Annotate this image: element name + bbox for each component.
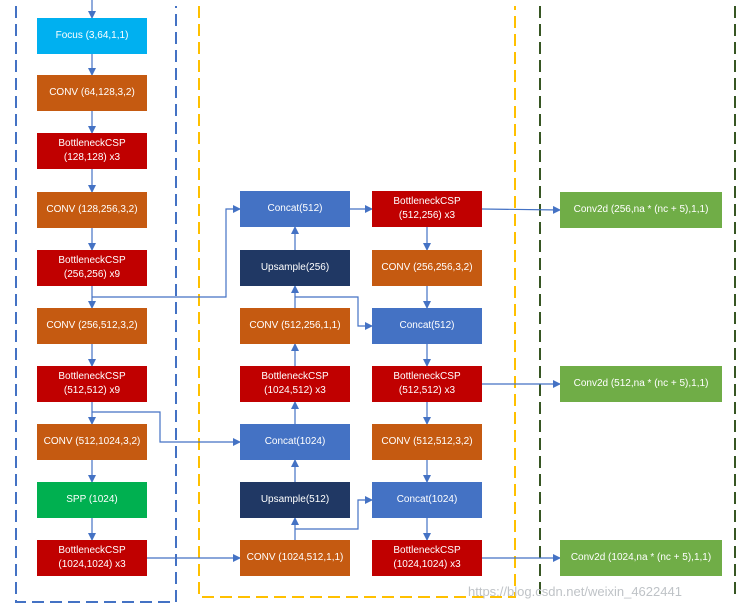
node-label: CONV (64,128,3,2) <box>49 87 135 98</box>
node-detect3: Conv2d (1024,na * (nc + 5),1,1) <box>560 540 722 576</box>
node-conv-h1: CONV (256,256,3,2) <box>372 250 482 286</box>
node-label: Focus (3,64,1,1) <box>55 30 129 41</box>
node-csp1: BottleneckCSP (128,128) x3 <box>37 133 147 169</box>
node-detect1: Conv2d (256,na * (nc + 5),1,1) <box>560 192 722 228</box>
region-border-neck <box>198 6 516 598</box>
node-label: (1024,1024) x3 <box>393 559 461 570</box>
node-label: Conv2d (256,na * (nc + 5),1,1) <box>573 204 709 215</box>
watermark: https://blog.csdn.net/weixin_4622441 <box>468 584 682 599</box>
node-label: (128,128) x3 <box>63 152 121 163</box>
node-label: Concat(512) <box>399 320 455 331</box>
node-label: CONV (256,256,3,2) <box>381 262 473 273</box>
node-label: BottleneckCSP <box>393 371 461 382</box>
node-label: CONV (512,1024,3,2) <box>43 436 141 447</box>
node-conv2: CONV (128,256,3,2) <box>37 192 147 228</box>
node-label: Upsample(256) <box>260 262 330 273</box>
node-label: CONV (1024,512,1,1) <box>246 552 344 563</box>
node-label: Conv2d (1024,na * (nc + 5),1,1) <box>570 552 712 563</box>
node-conv-h2: CONV (512,512,3,2) <box>372 424 482 460</box>
edge-conv-n1-concat-h1 <box>295 296 373 330</box>
node-label: (1024,512) x3 <box>264 385 326 396</box>
node-label: BottleneckCSP <box>261 371 329 382</box>
node-concat-n1: Concat(512) <box>240 191 350 227</box>
node-label: Concat(1024) <box>396 494 458 505</box>
node-label: BottleneckCSP <box>58 371 126 382</box>
edge-conv-n2-concat-h2 <box>295 496 373 530</box>
edge-csp2-concat-n1 <box>92 205 241 298</box>
node-label: Upsample(512) <box>260 494 330 505</box>
node-conv1: CONV (64,128,3,2) <box>37 75 147 111</box>
node-csp-h3: BottleneckCSP (1024,1024) x3 <box>372 540 482 576</box>
node-spp: SPP (1024) <box>37 482 147 518</box>
node-label: (1024,1024) x3 <box>58 559 126 570</box>
node-label: Concat(1024) <box>264 436 326 447</box>
node-label: BottleneckCSP <box>393 545 461 556</box>
node-conv4: CONV (512,1024,3,2) <box>37 424 147 460</box>
node-focus: Focus (3,64,1,1) <box>37 18 147 54</box>
node-upsample2: Upsample(512) <box>240 482 350 518</box>
node-label: Conv2d (512,na * (nc + 5),1,1) <box>573 378 709 389</box>
node-conv-n1: CONV (512,256,1,1) <box>240 308 350 344</box>
node-label: CONV (512,512,3,2) <box>381 436 473 447</box>
node-conv-n2: CONV (1024,512,1,1) <box>240 540 350 576</box>
node-label: BottleneckCSP <box>58 138 126 149</box>
node-label: CONV (128,256,3,2) <box>46 204 138 215</box>
node-concat-h1: Concat(512) <box>372 308 482 344</box>
node-label: CONV (512,256,1,1) <box>249 320 341 331</box>
node-label: (512,256) x3 <box>398 210 456 221</box>
edge-csp3-concat-n2 <box>92 411 241 446</box>
edge-csp_h1-detect1 <box>481 205 561 214</box>
node-label: CONV (256,512,3,2) <box>46 320 138 331</box>
node-conv3: CONV (256,512,3,2) <box>37 308 147 344</box>
region-border-backbone <box>15 6 177 603</box>
node-csp-n1: BottleneckCSP (1024,512) x3 <box>240 366 350 402</box>
node-label: (512,512) x9 <box>63 385 121 396</box>
node-label: BottleneckCSP <box>58 545 126 556</box>
node-upsample1: Upsample(256) <box>240 250 350 286</box>
node-label: Concat(512) <box>267 203 323 214</box>
node-detect2: Conv2d (512,na * (nc + 5),1,1) <box>560 366 722 402</box>
node-csp2: BottleneckCSP (256,256) x9 <box>37 250 147 286</box>
node-csp-h1: BottleneckCSP (512,256) x3 <box>372 191 482 227</box>
node-label: (512,512) x3 <box>398 385 456 396</box>
node-csp4: BottleneckCSP (1024,1024) x3 <box>37 540 147 576</box>
node-label: BottleneckCSP <box>393 196 461 207</box>
node-label: BottleneckCSP <box>58 255 126 266</box>
node-csp3: BottleneckCSP (512,512) x9 <box>37 366 147 402</box>
node-label: (256,256) x9 <box>63 269 121 280</box>
node-csp-h2: BottleneckCSP (512,512) x3 <box>372 366 482 402</box>
node-label: SPP (1024) <box>66 494 118 505</box>
node-concat-n2: Concat(1024) <box>240 424 350 460</box>
node-concat-h2: Concat(1024) <box>372 482 482 518</box>
